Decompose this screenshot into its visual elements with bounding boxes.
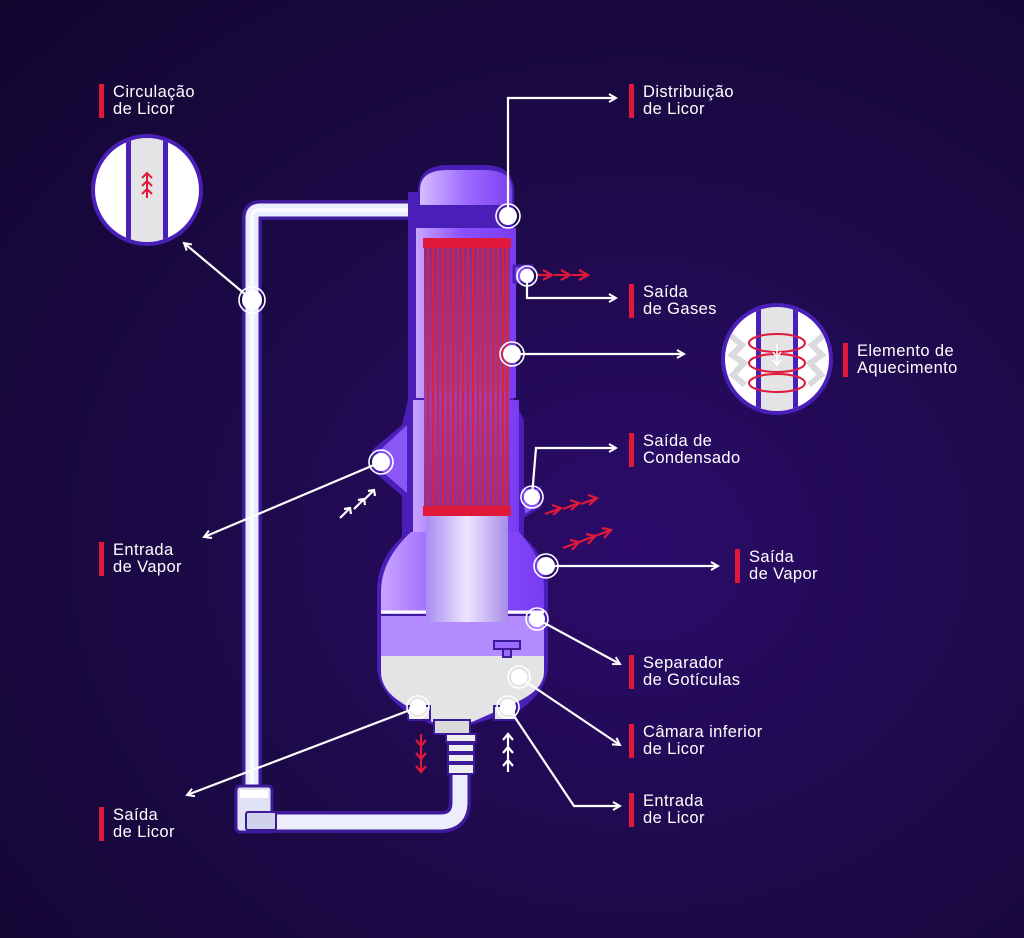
circle-marker-icon xyxy=(507,665,531,689)
evaporator-vessel xyxy=(372,165,549,775)
leader-entrada-vapor xyxy=(204,460,382,537)
gas-outlet-flow-icon xyxy=(536,269,591,281)
label-camara-inferior: Câmara inferior de Licor xyxy=(629,724,763,758)
label-saida-gases: Saída de Gases xyxy=(629,284,717,318)
circle-marker-icon xyxy=(533,553,559,579)
leader-saida-gases xyxy=(525,280,616,298)
vapor-outlet-flow-icon xyxy=(562,526,614,551)
label-saida-vapor: Saída de Vapor xyxy=(735,549,818,583)
label-line: Saída xyxy=(113,806,159,824)
heating-element-detail xyxy=(721,303,833,415)
label-elemento-aquecimento: Elemento de Aquecimento xyxy=(843,343,958,377)
label-saida-condensado: Saída de Condensado xyxy=(629,433,741,467)
label-distribuicao-licor: Distribuição de Licor xyxy=(629,84,734,118)
label-line: Saída xyxy=(643,283,689,301)
label-circulacao-licor: Circulação de Licor xyxy=(99,84,195,118)
circulation-pipe xyxy=(234,200,495,834)
heating-tubes xyxy=(427,240,508,512)
circle-marker-icon xyxy=(495,203,521,229)
circle-marker-icon xyxy=(496,695,520,719)
label-line: Aquecimento xyxy=(857,359,958,377)
pointer-markers xyxy=(238,203,559,719)
label-separador-goticulas: Separador de Gotículas xyxy=(629,655,740,689)
label-line: de Licor xyxy=(643,740,705,758)
label-saida-licor: Saída de Licor xyxy=(99,807,175,841)
label-line: de Gotículas xyxy=(643,671,741,689)
label-entrada-vapor: Entrada de Vapor xyxy=(99,542,182,576)
label-line: Separador xyxy=(643,654,724,672)
label-line: de Licor xyxy=(113,100,175,118)
label-line: Câmara inferior xyxy=(643,723,763,741)
circulation-detail xyxy=(91,134,203,246)
leader-lines xyxy=(184,98,718,806)
label-line: Entrada xyxy=(113,541,174,559)
circle-marker-icon xyxy=(520,485,544,509)
liquor-inlet-flow-icon xyxy=(502,732,514,772)
circle-marker-icon xyxy=(238,286,266,314)
leader-entrada-licor xyxy=(507,706,620,806)
label-line: de Licor xyxy=(113,823,175,841)
label-entrada-licor: Entrada de Licor xyxy=(629,793,705,827)
leader-circulacao xyxy=(184,243,253,301)
label-line: de Licor xyxy=(643,100,705,118)
label-line: Condensado xyxy=(643,449,741,467)
label-line: Elemento de xyxy=(857,342,955,360)
label-line: Saída de xyxy=(643,432,713,450)
leader-separador xyxy=(536,618,620,664)
leader-condensado xyxy=(530,448,616,497)
liquor-outlet-flow-icon xyxy=(415,734,427,774)
label-line: Circulação xyxy=(113,83,195,101)
circle-marker-icon xyxy=(368,449,394,475)
label-line: de Vapor xyxy=(113,558,182,576)
circle-marker-icon xyxy=(516,265,538,287)
label-line: de Gases xyxy=(643,300,717,318)
circle-marker-icon xyxy=(525,607,549,631)
label-line: Saída xyxy=(749,548,795,566)
circle-marker-icon xyxy=(406,695,430,719)
label-line: Entrada xyxy=(643,792,704,810)
leader-saida-licor xyxy=(187,705,419,795)
label-line: de Vapor xyxy=(749,565,818,583)
condensate-flow-icon xyxy=(544,493,600,516)
label-line: de Licor xyxy=(643,809,705,827)
leader-distribuicao xyxy=(506,98,616,216)
steam-inlet-flow-icon xyxy=(339,488,377,519)
circle-marker-icon xyxy=(499,341,525,367)
label-line: Distribuição xyxy=(643,83,734,101)
leader-camara xyxy=(518,676,620,745)
